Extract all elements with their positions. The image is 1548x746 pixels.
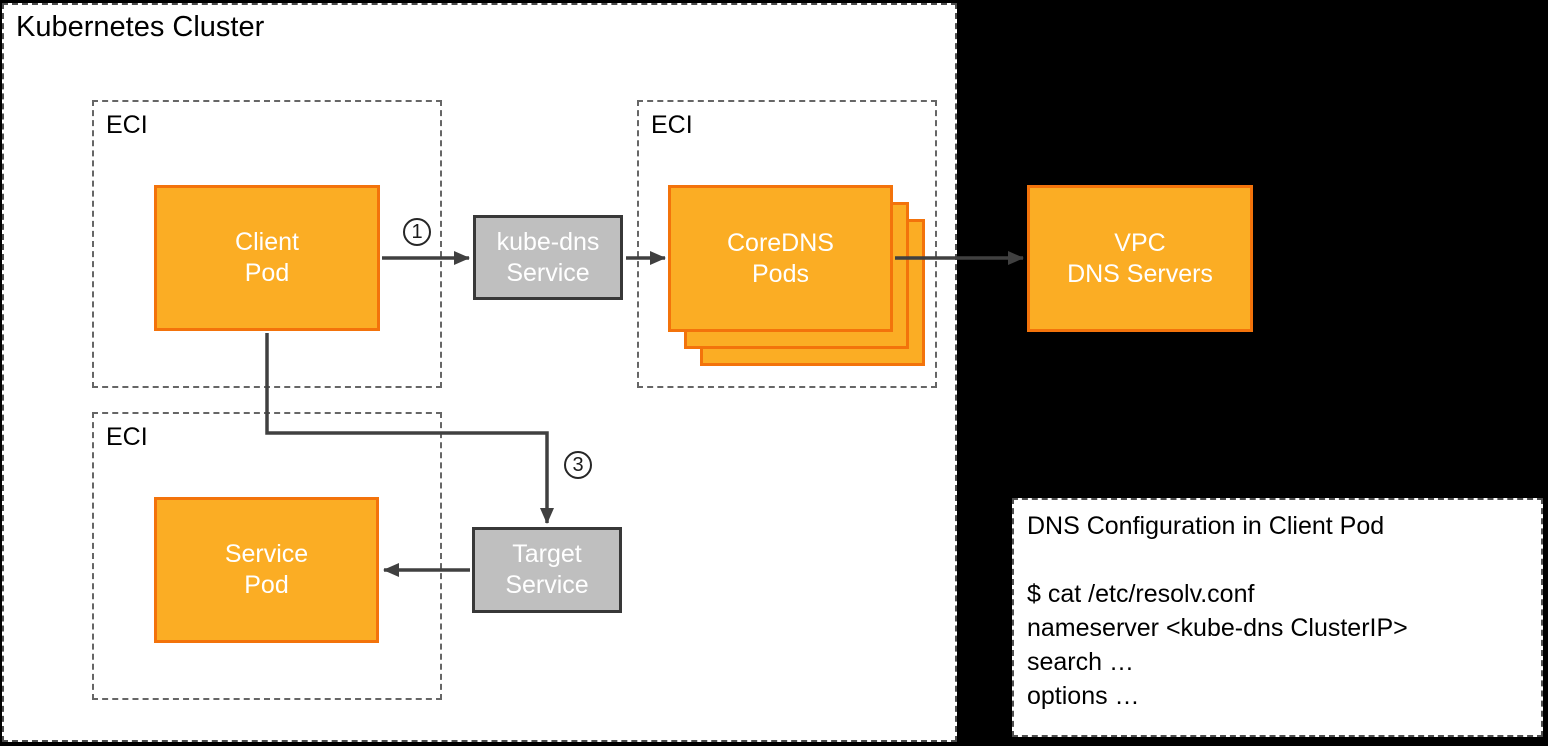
step-3-badge: 3 <box>564 451 592 479</box>
eci-label: ECI <box>651 111 693 139</box>
eci-label: ECI <box>106 111 148 139</box>
dns-config-panel: DNS Configuration in Client Pod $ cat /e… <box>1012 498 1543 737</box>
step-3-number: 3 <box>572 454 584 476</box>
target-service-label-line1: Target <box>512 540 582 568</box>
kube-dns-label-line1: kube-dns <box>496 227 600 256</box>
dns-config-nameserver: nameserver <kube-dns ClusterIP> <box>1027 614 1408 642</box>
coredns-pods-node: CoreDNS Pods <box>668 185 893 332</box>
vpc-dns-label-line2: DNS Servers <box>1067 259 1213 288</box>
service-pod-label-line2: Pod <box>244 571 289 599</box>
step-1-badge: 1 <box>403 218 431 246</box>
target-service-label-line2: Service <box>505 571 589 599</box>
dns-config-spacer <box>1027 543 1531 577</box>
client-pod-node: Client Pod <box>154 185 380 331</box>
eci-group-coredns: ECI <box>637 100 937 388</box>
step-1-number: 1 <box>411 221 423 243</box>
client-pod-label-line1: Client <box>235 228 299 256</box>
dns-config-options: options … <box>1027 682 1140 710</box>
client-pod-label-line2: Pod <box>244 259 290 287</box>
vpc-dns-label-line1: VPC <box>1114 228 1166 257</box>
service-pod-label-line1: Service <box>224 540 309 568</box>
vpc-dns-servers-node: VPC DNS Servers <box>1027 185 1253 332</box>
dns-config-title: DNS Configuration in Client Pod <box>1027 512 1385 540</box>
target-service-node: Target Service <box>472 527 622 613</box>
dns-config-command: $ cat /etc/resolv.conf <box>1027 580 1255 608</box>
cluster-title: Kubernetes Cluster <box>16 11 265 43</box>
eci-label: ECI <box>106 423 148 451</box>
kube-dns-label-line2: Service <box>506 258 590 287</box>
coredns-label-line2: Pods <box>752 259 809 288</box>
service-pod-node: Service Pod <box>154 497 379 643</box>
dns-config-search: search … <box>1027 648 1134 676</box>
coredns-label-line1: CoreDNS <box>727 228 834 257</box>
kube-dns-service-node: kube-dns Service <box>473 215 623 300</box>
